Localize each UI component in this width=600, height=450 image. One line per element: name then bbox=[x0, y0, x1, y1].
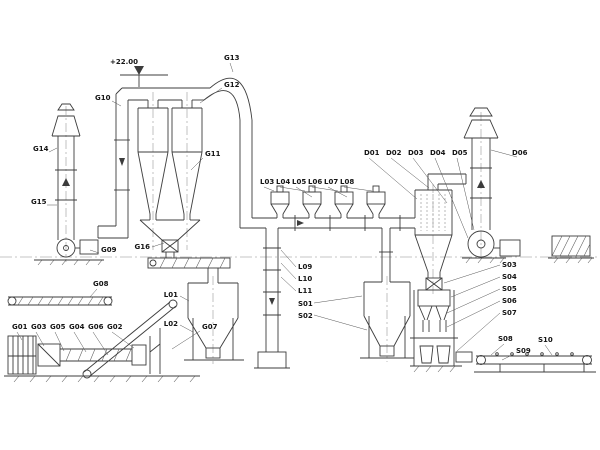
callout-g12: G12 bbox=[224, 81, 240, 89]
callout-s01: S01 bbox=[298, 300, 313, 308]
cyclone-header-duct bbox=[122, 87, 210, 108]
callout-s04: S04 bbox=[502, 273, 517, 281]
exhaust-stack-right bbox=[463, 107, 499, 230]
callout-g07: G07 bbox=[202, 323, 218, 331]
cyclone-downcomer-duct bbox=[97, 87, 130, 239]
callout-g13: G13 bbox=[224, 54, 240, 62]
callout-d06: D06 bbox=[512, 149, 528, 157]
callout-l01: L01 bbox=[164, 291, 178, 299]
callout-s09: S09 bbox=[516, 347, 531, 355]
callout-g14: G14 bbox=[33, 145, 49, 153]
packing-station bbox=[410, 289, 473, 366]
callout-g02: G02 bbox=[107, 323, 123, 331]
belt-feeder-left bbox=[7, 296, 113, 306]
callout-d05: D05 bbox=[452, 149, 468, 157]
callout-l04: L04 bbox=[276, 178, 290, 186]
callout-d01: D01 bbox=[364, 149, 380, 157]
id-fan-left bbox=[56, 238, 99, 258]
callout-s10: S10 bbox=[538, 336, 553, 344]
leader-lines bbox=[16, 62, 553, 361]
damper-box-right bbox=[551, 235, 591, 257]
callout-l09: L09 bbox=[298, 263, 312, 271]
fan-right bbox=[467, 230, 521, 258]
callout-d04: D04 bbox=[430, 149, 446, 157]
callout-l11: L11 bbox=[298, 287, 312, 295]
callout-l05: L05 bbox=[292, 178, 306, 186]
callout-g08: G08 bbox=[93, 280, 109, 288]
feeder-units bbox=[270, 185, 386, 218]
belt-conveyor-right bbox=[476, 352, 592, 372]
manifold-duct bbox=[240, 215, 415, 231]
callout-g06: G06 bbox=[88, 323, 104, 331]
elevation-label: +22.00 bbox=[110, 58, 138, 66]
twin-cyclones bbox=[137, 107, 203, 220]
callout-l06: L06 bbox=[308, 178, 322, 186]
callout-s06: S06 bbox=[502, 297, 517, 305]
top-arc-duct bbox=[203, 77, 253, 228]
callout-s07: S07 bbox=[502, 309, 517, 317]
callout-g04: G04 bbox=[69, 323, 85, 331]
callout-g11: G11 bbox=[205, 150, 221, 158]
callout-g01: G01 bbox=[12, 323, 28, 331]
callout-l08: L08 bbox=[340, 178, 354, 186]
callout-g05: G05 bbox=[50, 323, 66, 331]
callout-s02: S02 bbox=[298, 312, 313, 320]
callout-g16: G16 bbox=[135, 243, 151, 251]
callout-d02: D02 bbox=[386, 149, 402, 157]
feed-assembly bbox=[7, 299, 178, 379]
callout-l07: L07 bbox=[324, 178, 338, 186]
callout-s05: S05 bbox=[502, 285, 517, 293]
elevator-pipe bbox=[257, 228, 287, 369]
callout-d03: D03 bbox=[408, 149, 424, 157]
cyclone-discharge bbox=[139, 219, 231, 283]
callout-g03: G03 bbox=[31, 323, 47, 331]
elevation-marker: +22.00 bbox=[110, 58, 168, 87]
callout-s03: S03 bbox=[502, 261, 517, 269]
callout-l02: L02 bbox=[164, 320, 178, 328]
callout-l10: L10 bbox=[298, 275, 312, 283]
callout-s08: S08 bbox=[498, 335, 513, 343]
ground-lines bbox=[4, 257, 596, 383]
hopper-2 bbox=[363, 228, 411, 358]
callout-g09: G09 bbox=[101, 246, 117, 254]
callout-labels: G13 G12 G10 G14 G11 G15 G09 G16 G08 G01 … bbox=[12, 54, 553, 355]
exhaust-stack-left bbox=[51, 103, 81, 240]
callout-g15: G15 bbox=[31, 198, 47, 206]
callout-g10: G10 bbox=[95, 94, 111, 102]
baghouse bbox=[414, 173, 467, 291]
callout-l03: L03 bbox=[260, 178, 274, 186]
